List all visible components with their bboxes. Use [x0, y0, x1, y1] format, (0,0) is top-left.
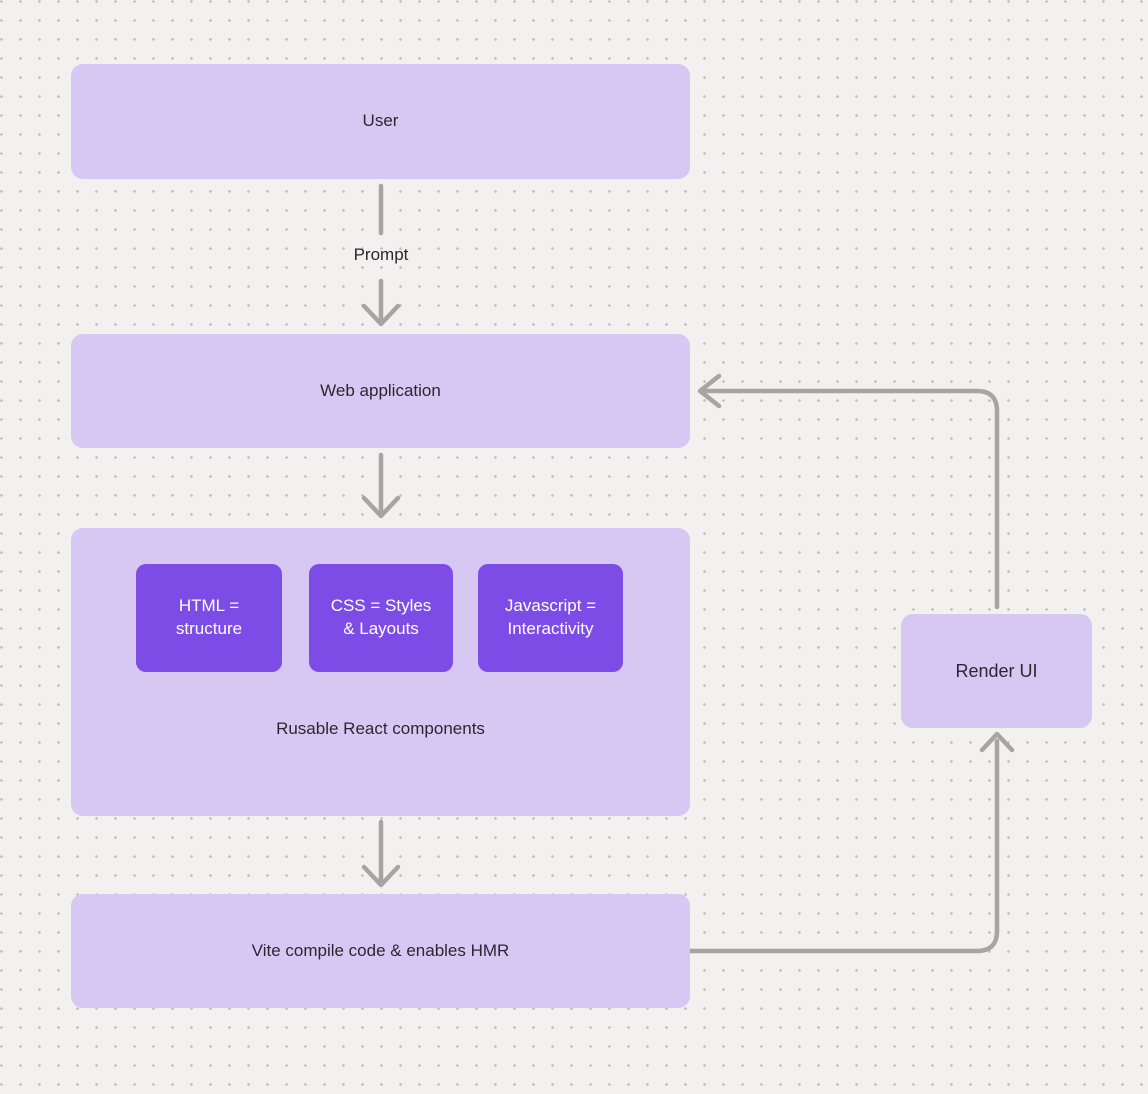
edge-label-prompt[interactable]: Prompt: [353, 245, 409, 264]
node-render-ui-label: Render UI: [955, 660, 1038, 681]
node-web-application[interactable]: Web application: [71, 334, 690, 448]
node-html-label: HTML = structure: [175, 596, 243, 638]
node-render-ui[interactable]: Render UI: [901, 614, 1092, 728]
node-vite-label: Vite compile code & enables HMR: [251, 940, 510, 960]
node-css[interactable]: CSS = Styles & Layouts: [309, 564, 453, 672]
edge-renderui-to-webapp-arrowhead-icon: [697, 373, 722, 409]
edge-vite-to-renderui-arrowhead-icon: [979, 731, 1015, 753]
node-vite[interactable]: Vite compile code & enables HMR: [71, 894, 690, 1008]
node-javascript[interactable]: Javascript = Interactivity: [478, 564, 623, 672]
node-user-label: User: [362, 111, 399, 131]
node-javascript-label: Javascript = Interactivity: [504, 596, 597, 638]
node-components-group[interactable]: HTML = structure CSS = Styles & Layouts …: [71, 528, 690, 816]
edge-webapp-to-components-arrowhead-icon: [361, 495, 401, 519]
edge-user-to-webapp-arrowhead-icon: [361, 303, 401, 327]
node-html[interactable]: HTML = structure: [136, 564, 282, 672]
node-web-application-label: Web application: [320, 380, 441, 400]
edge-components-to-vite-arrowhead-icon: [361, 864, 401, 888]
edge-vite-to-renderui-line[interactable]: [687, 738, 1000, 954]
node-components-group-caption: Rusable React components: [276, 719, 485, 738]
node-css-label: CSS = Styles & Layouts: [330, 596, 432, 638]
edge-renderui-to-webapp-line[interactable]: [701, 388, 1000, 610]
node-user[interactable]: User: [71, 64, 690, 179]
